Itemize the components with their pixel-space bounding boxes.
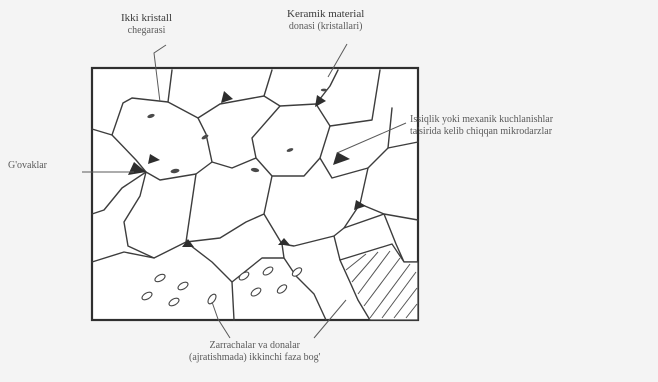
label-ceramic-grains-line-2: donasi (kristallari) bbox=[287, 21, 364, 33]
label-microcracks: Issiqlik yoki mexanik kuchlanishlar ta's… bbox=[410, 114, 553, 137]
label-ceramic-grains-line-1: Keramik material bbox=[287, 8, 364, 21]
label-two-crystal-boundary-line-1: Ikki kristall bbox=[121, 12, 172, 25]
label-ceramic-grains: Keramik material donasi (kristallari) bbox=[287, 8, 364, 32]
label-particles-boundaries-line-1: Zarrachalar va donalar bbox=[189, 340, 320, 352]
label-two-crystal-boundary-line-2: chegarasi bbox=[121, 25, 172, 37]
label-microcracks-line-1: Issiqlik yoki mexanik kuchlanishlar bbox=[410, 114, 553, 126]
label-microcracks-line-2: ta'sirida kelib chiqqan mikrodarzlar bbox=[410, 126, 553, 138]
label-pores: G'ovaklar bbox=[8, 160, 47, 172]
label-particles-boundaries-line-2: (ajratishmada) ikkinchi faza bog' bbox=[189, 352, 320, 364]
label-two-crystal-boundary: Ikki kristall chegarasi bbox=[121, 12, 172, 36]
label-particles-boundaries: Zarrachalar va donalar (ajratishmada) ik… bbox=[189, 340, 320, 363]
